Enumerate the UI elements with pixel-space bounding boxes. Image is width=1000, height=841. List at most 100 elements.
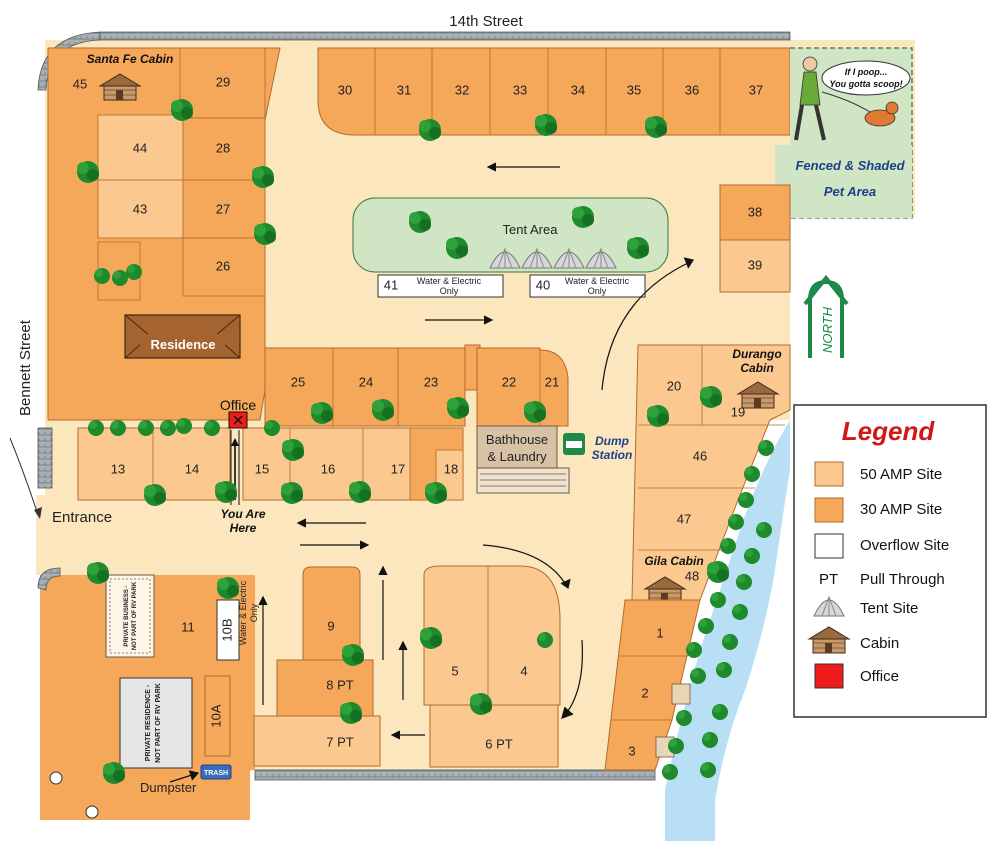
site-39[interactable]: 39	[748, 257, 762, 272]
tree-icon	[252, 166, 274, 188]
street-bennett: Bennett Street	[17, 319, 34, 416]
private-business-line1: PRIVATE BUSINESS -	[124, 585, 130, 646]
tree-icon	[217, 577, 239, 599]
tree-icon	[698, 618, 714, 634]
santa-fe-cabin[interactable]: Santa Fe Cabin	[87, 52, 174, 101]
site-48[interactable]: 48	[685, 568, 699, 583]
site-32[interactable]: 32	[455, 82, 469, 97]
site-33[interactable]: 33	[513, 82, 527, 97]
tree-icon	[372, 399, 394, 421]
tree-icon	[425, 482, 447, 504]
residence-label: Residence	[150, 337, 215, 352]
site-34[interactable]: 34	[571, 82, 585, 97]
site-8pt[interactable]: 8 PT	[326, 677, 354, 692]
tree-icon	[88, 420, 104, 436]
site-5[interactable]: 5	[451, 663, 458, 678]
pet-area: If I poop... You gotta scoop! Fenced & S…	[775, 47, 913, 219]
site-27[interactable]: 27	[216, 201, 230, 216]
dump-station[interactable]: Dump Station	[563, 433, 632, 462]
site-31[interactable]: 31	[397, 82, 411, 97]
pet-bubble-line2: You gotta scoop!	[829, 79, 902, 89]
site-35[interactable]: 35	[627, 82, 641, 97]
tree-icon	[110, 420, 126, 436]
site-3[interactable]: 3	[628, 743, 635, 758]
site-20[interactable]: 20	[667, 378, 681, 393]
site-36[interactable]: 36	[685, 82, 699, 97]
site-28[interactable]: 28	[216, 140, 230, 155]
tree-icon	[138, 420, 154, 436]
legend-title: Legend	[842, 416, 936, 446]
site-25[interactable]: 25	[291, 374, 305, 389]
tent-area: Tent Area	[352, 197, 669, 273]
southwest-block: PRIVATE BUSINESS - NOT PART OF RV PARK 1…	[49, 574, 259, 819]
site-17[interactable]: 17	[391, 461, 405, 476]
durango-cabin[interactable]: Durango Cabin	[732, 347, 782, 409]
site-9[interactable]: 9	[327, 618, 334, 633]
office-label: Office	[220, 397, 257, 413]
tree-icon	[744, 466, 760, 482]
private-business-line2: NOT PART OF RV PARK	[132, 581, 138, 650]
site-43[interactable]: 43	[133, 201, 147, 216]
sites-38-39: 38 39	[719, 184, 791, 293]
pet-area-line1: Fenced & Shaded	[795, 158, 905, 173]
tree-icon	[662, 764, 678, 780]
site-26[interactable]: 26	[216, 258, 230, 273]
site-2[interactable]: 2	[641, 685, 648, 700]
site-45[interactable]: 45	[73, 76, 87, 91]
legend-swatch-30amp	[814, 497, 844, 523]
site-46[interactable]: 46	[693, 448, 707, 463]
site-41-box[interactable]: 41 Water & Electric Only	[377, 274, 504, 298]
tree-icon	[144, 484, 166, 506]
site-10a[interactable]: 10A	[208, 704, 223, 727]
bathhouse-laundry[interactable]: Bathhouse & Laundry	[476, 425, 570, 494]
tree-icon	[126, 264, 142, 280]
gila-cabin[interactable]: Gila Cabin	[644, 554, 704, 604]
site-7pt[interactable]: 7 PT	[326, 734, 354, 749]
tent-area-label: Tent Area	[503, 222, 559, 237]
water-electric-41-line1: Water & Electric	[417, 276, 482, 286]
site-1[interactable]: 1	[656, 625, 663, 640]
site-10b[interactable]: 10B	[219, 618, 234, 641]
site-24[interactable]: 24	[359, 374, 373, 389]
tree-icon	[281, 482, 303, 504]
site-16[interactable]: 16	[321, 461, 335, 476]
tree-icon	[470, 693, 492, 715]
site-21[interactable]: 21	[545, 374, 559, 389]
site-22[interactable]: 22	[502, 374, 516, 389]
tree-icon	[668, 738, 684, 754]
site-6pt[interactable]: 6 PT	[485, 736, 513, 751]
tree-icon	[204, 420, 220, 436]
gila-cabin-label: Gila Cabin	[644, 554, 703, 568]
tree-icon	[712, 704, 728, 720]
legend-symbol-pt: PT	[819, 571, 838, 588]
tree-icon	[349, 481, 371, 503]
site-14[interactable]: 14	[185, 461, 199, 476]
legend-swatch-overflow	[814, 533, 844, 559]
durango-cabin-line1: Durango	[732, 347, 781, 361]
office[interactable]: Office	[220, 397, 257, 505]
site-18[interactable]: 18	[444, 461, 458, 476]
you-are-here-line2: Here	[230, 521, 257, 535]
site-47[interactable]: 47	[677, 511, 691, 526]
sites-4-6: 5 4 6 PT	[423, 565, 561, 768]
tree-icon	[756, 522, 772, 538]
water-electric-41-line2: Only	[440, 286, 459, 296]
tree-icon	[409, 211, 431, 233]
tree-icon	[87, 562, 109, 584]
site-29[interactable]: 29	[216, 74, 230, 89]
site-37[interactable]: 37	[749, 82, 763, 97]
site-30[interactable]: 30	[338, 82, 352, 97]
site-44[interactable]: 44	[133, 140, 147, 155]
site-13[interactable]: 13	[111, 461, 125, 476]
site-11[interactable]: 11	[181, 619, 195, 634]
site-4[interactable]: 4	[520, 663, 527, 678]
sites-7-9: 9 8 PT 7 PT	[253, 566, 381, 767]
site-23[interactable]: 23	[424, 374, 438, 389]
private-residence-line2: NOT PART OF RV PARK	[155, 683, 162, 763]
site-15[interactable]: 15	[255, 461, 269, 476]
site-40-box[interactable]: 40 Water & Electric Only	[529, 274, 646, 298]
tree-icon	[647, 405, 669, 427]
site-38[interactable]: 38	[748, 204, 762, 219]
tree-icon	[700, 386, 722, 408]
bathhouse-line2: & Laundry	[487, 449, 547, 464]
